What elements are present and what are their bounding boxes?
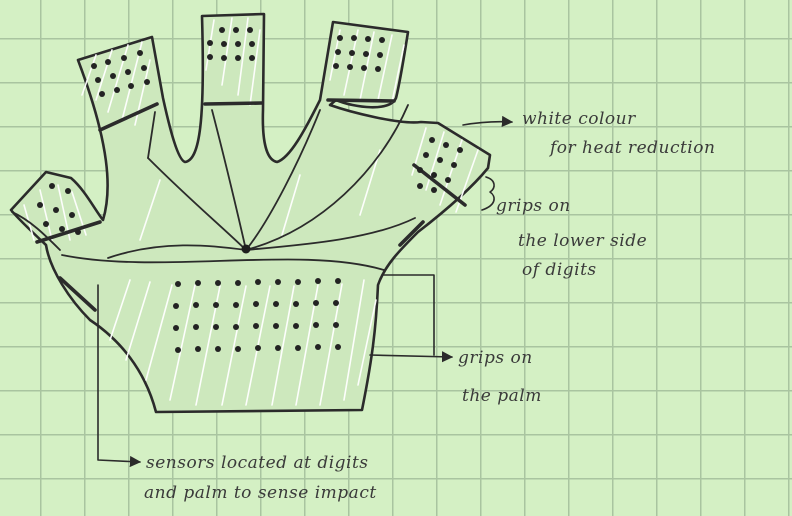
digit-grips-note-line3: of digits: [522, 262, 597, 279]
glove-outline: [11, 14, 490, 412]
colour-note-line1: white colour: [522, 111, 636, 128]
digit-grips-note-line1: grips on: [496, 198, 571, 215]
palm-grips-note-line2: the palm: [462, 388, 542, 405]
digit-grips-note-line2: the lower side: [518, 233, 647, 250]
palm-grips-note-line1: grips on: [458, 350, 533, 367]
leader-palm-grips: [370, 275, 452, 357]
brace-digit-grips: [482, 177, 494, 210]
sensors-note-line2: and palm to sense impact: [144, 485, 377, 502]
sensors-note-line1: sensors located at digits: [146, 455, 369, 472]
leader-colour: [463, 122, 512, 125]
colour-note-line2: for heat reduction: [550, 140, 715, 157]
central-seam-point: [242, 245, 251, 254]
